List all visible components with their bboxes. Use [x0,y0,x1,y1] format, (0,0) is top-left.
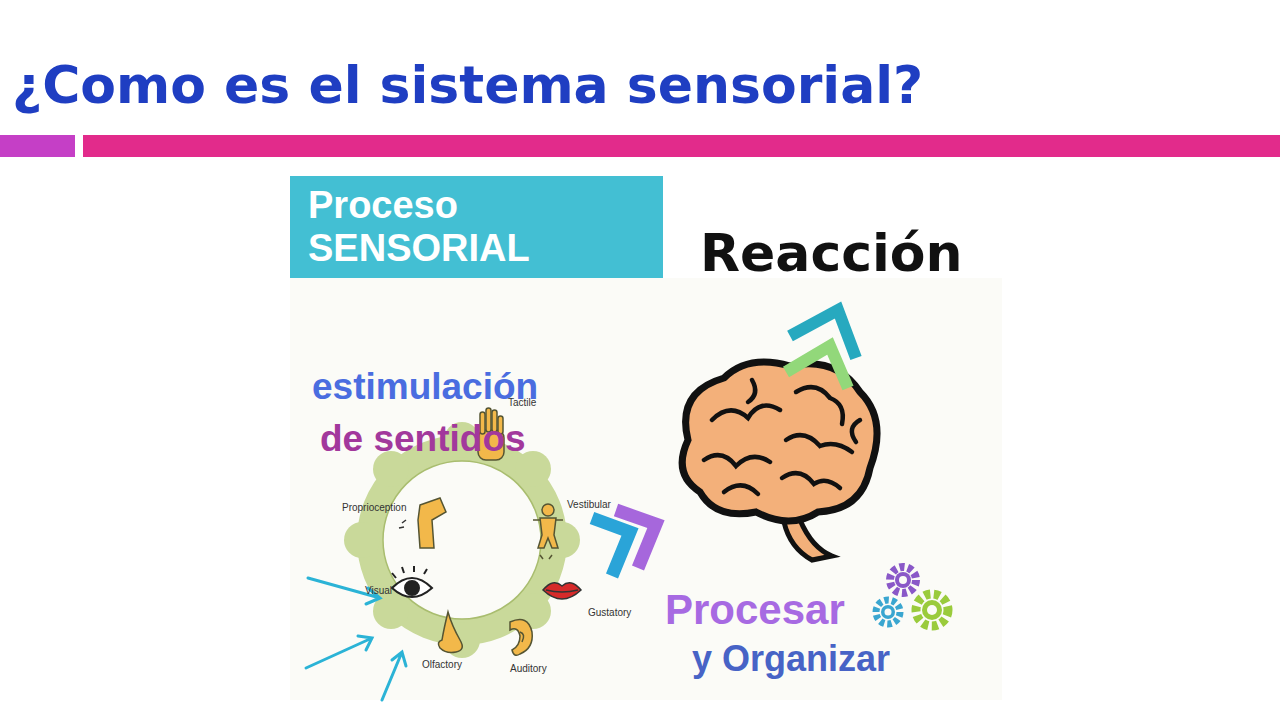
stage-label: de sentidos [320,420,526,459]
figure-icon [533,504,563,559]
header-bar [0,135,75,157]
nose-icon [438,612,462,653]
sense-label: Visual [365,586,392,597]
sense-label: Olfactory [422,660,462,671]
title-band: Proceso SENSORIAL [290,176,663,278]
eye-icon [392,566,432,597]
sense-label: Proprioception [342,503,406,514]
slide-title: ¿Como es el sistema sensorial? [12,58,923,113]
ear-icon [510,620,532,656]
stage-label: y Organizar [692,640,890,678]
gear-icon [876,567,948,626]
stage-label: Procesar [665,588,845,632]
chevron-arrow [592,510,656,576]
sense-label: Auditory [510,664,547,675]
sense-label: Vestibular [567,500,611,511]
lips-icon [543,583,581,599]
stage-label: Reacción [700,226,963,281]
band-text: Proceso SENSORIAL [308,184,608,269]
sense-label: Gustatory [588,608,631,619]
header-bar [83,135,1280,157]
input-arrow [306,578,406,700]
up-chevron [786,310,856,388]
brain-drawing [682,362,877,560]
sense-label: Tactile [508,398,536,409]
picture-panel [290,278,1002,700]
stage-label: estimulación [312,368,538,407]
